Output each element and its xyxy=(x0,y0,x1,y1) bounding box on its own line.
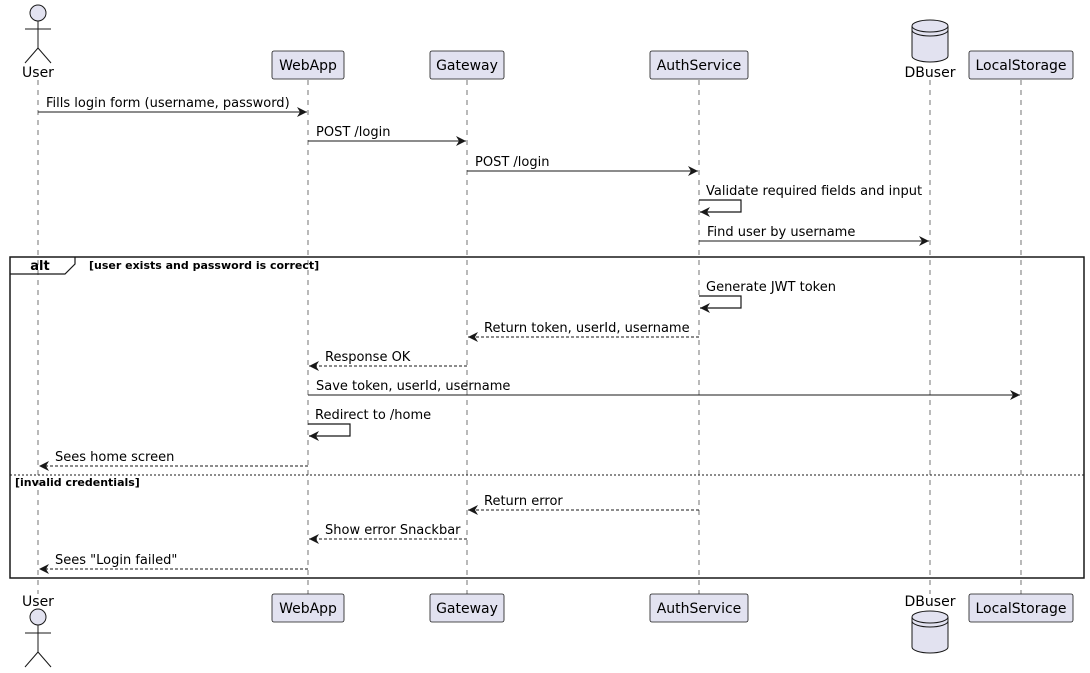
message-11: Sees home screen xyxy=(39,450,308,471)
message-arrow xyxy=(699,199,742,217)
message-label: Return token, userId, username xyxy=(484,321,690,336)
participant-webapp-top: WebApp xyxy=(271,50,345,80)
alt-fragment-tab xyxy=(10,257,76,275)
message-3: POST /login xyxy=(467,155,698,176)
alt-condition: [user exists and password is correct] xyxy=(89,259,319,272)
message-4: Validate required fields and input xyxy=(699,184,922,217)
message-7: Return token, userId, username xyxy=(468,321,699,342)
participant-label: User xyxy=(22,594,54,610)
message-label: Sees home screen xyxy=(55,450,174,465)
message-label: Save token, userId, username xyxy=(316,379,510,394)
message-10: Redirect to /home xyxy=(308,408,431,441)
message-label: POST /login xyxy=(475,155,549,170)
participant-user-top: User xyxy=(22,4,54,81)
participant-label: Gateway xyxy=(436,58,498,74)
message-label: Return error xyxy=(484,494,563,509)
participant-label: Gateway xyxy=(436,601,498,617)
message-13: Show error Snackbar xyxy=(309,523,467,544)
participant-box xyxy=(649,593,749,623)
message-5: Find user by username xyxy=(699,225,929,246)
message-9: Save token, userId, username xyxy=(308,379,1020,400)
participant-box xyxy=(429,50,505,80)
message-6: Generate JWT token xyxy=(699,280,836,313)
actor-icon xyxy=(24,608,52,668)
alt-keyword: alt xyxy=(30,259,49,274)
participant-dbuser-bottom: DBuser xyxy=(905,594,956,654)
participant-box xyxy=(271,50,345,80)
message-14: Sees "Login failed" xyxy=(39,553,308,574)
message-arrow xyxy=(308,423,351,441)
message-label: Validate required fields and input xyxy=(706,184,922,199)
participant-label: LocalStorage xyxy=(975,58,1066,74)
else-condition: [invalid credentials] xyxy=(15,476,140,489)
message-label: Redirect to /home xyxy=(315,408,431,423)
message-12: Return error xyxy=(468,494,699,515)
participant-box xyxy=(429,593,505,623)
participant-label: DBuser xyxy=(905,65,956,81)
participant-localstorage-top: LocalStorage xyxy=(968,50,1074,80)
message-arrow xyxy=(699,295,742,313)
participant-box xyxy=(649,50,749,80)
participant-localstorage-bottom: LocalStorage xyxy=(968,593,1074,623)
participant-label: LocalStorage xyxy=(975,601,1066,617)
participant-box xyxy=(271,593,345,623)
participant-webapp-bottom: WebApp xyxy=(271,593,345,623)
participant-label: AuthService xyxy=(657,58,742,74)
participant-gateway-top: Gateway xyxy=(429,50,505,80)
actor-icon xyxy=(24,4,52,64)
participant-box xyxy=(968,593,1074,623)
message-2: POST /login xyxy=(308,125,466,146)
participant-dbuser-top: DBuser xyxy=(905,19,956,81)
participant-label: DBuser xyxy=(905,594,956,610)
participant-box xyxy=(968,50,1074,80)
message-label: Sees "Login failed" xyxy=(55,553,177,568)
participant-gateway-bottom: Gateway xyxy=(429,593,505,623)
participant-user-bottom: User xyxy=(22,594,54,668)
participant-label: User xyxy=(22,65,54,81)
participant-label: WebApp xyxy=(279,601,337,617)
database-icon xyxy=(911,610,949,654)
message-label: Response OK xyxy=(325,350,411,365)
participant-authservice-top: AuthService xyxy=(649,50,749,80)
database-icon xyxy=(911,19,949,63)
message-label: Fills login form (username, password) xyxy=(46,96,290,111)
participant-authservice-bottom: AuthService xyxy=(649,593,749,623)
alt-fragment-frame xyxy=(9,256,1085,579)
message-label: Generate JWT token xyxy=(706,280,836,295)
message-label: Show error Snackbar xyxy=(325,523,461,538)
message-label: POST /login xyxy=(316,125,390,140)
participant-label: WebApp xyxy=(279,58,337,74)
message-1: Fills login form (username, password) xyxy=(38,96,307,117)
participant-label: AuthService xyxy=(657,601,742,617)
message-8: Response OK xyxy=(309,350,467,371)
message-label: Find user by username xyxy=(707,225,855,240)
